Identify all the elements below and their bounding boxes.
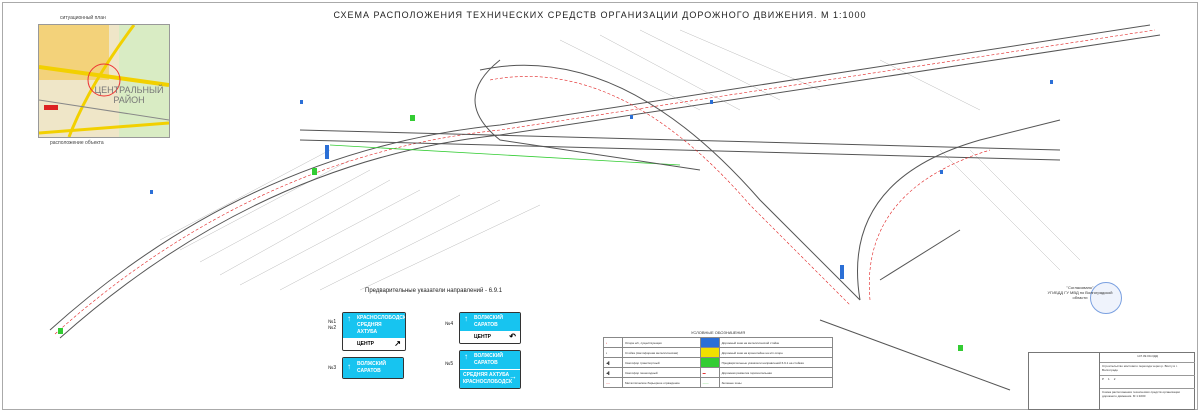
sign-number: №5 bbox=[445, 361, 454, 367]
sign-line: ВОЛЖСКИЙ bbox=[357, 361, 387, 367]
sign-line: СРЕДНЯЯ АХТУБА bbox=[357, 322, 382, 335]
u-turn-arrow-icon: ↶ bbox=[509, 332, 516, 341]
stage: Р bbox=[1102, 377, 1105, 381]
legend-item: Предварительные указатели направлений 6.… bbox=[718, 357, 834, 368]
sign-line: САРАТОВ bbox=[474, 322, 498, 328]
legend-item: Опора н/п, существующая bbox=[622, 337, 701, 348]
sign-line: КРАСНОСЛОБОДСК bbox=[463, 379, 513, 385]
stamp-org: "Согласовано" bbox=[1066, 285, 1094, 290]
legend-item: Стойка (светофорная металлическая) bbox=[622, 347, 701, 358]
direction-sign-1: ↑ КРАСНОСЛОБОДСК СРЕДНЯЯ АХТУБА ЦЕНТР ↗ bbox=[342, 312, 406, 351]
sign-number: №1 №2 bbox=[328, 319, 337, 331]
legend-item: Светофор транспортный bbox=[622, 357, 701, 368]
sign-line: ЦЕНТР bbox=[474, 334, 491, 340]
sheet-title: Схема расположения технических средств о… bbox=[1102, 390, 1180, 398]
legend-item: Дорожная разметка горизонтальная bbox=[718, 367, 834, 378]
sheet-count: 2 bbox=[1113, 377, 1116, 381]
sign-line: СРЕДНЯЯ АХТУБА bbox=[463, 372, 510, 378]
district-label: ЦЕНТРАЛЬНЫЙ РАЙОН bbox=[94, 85, 164, 105]
stamp-line: УГИБДД ГУ МВД по Волгоградской области bbox=[1047, 290, 1113, 300]
situation-plan-map: ЦЕНТРАЛЬНЫЙ РАЙОН bbox=[38, 24, 170, 138]
legend-item: Металлическое барьерное ограждение bbox=[622, 377, 701, 388]
sign-line: ЦЕНТР bbox=[357, 341, 374, 347]
arrow-right-icon: → bbox=[509, 372, 517, 381]
direction-sign-markers bbox=[58, 115, 963, 351]
situation-plan-caption: расположение объекта bbox=[50, 140, 104, 146]
direction-sign-3: ↑ ВОЛЖСКИЙ САРАТОВ bbox=[342, 357, 404, 379]
drawing-code: 147.09.00-ОДД bbox=[1100, 353, 1195, 363]
legend-title: УСЛОВНЫЕ ОБОЗНАЧЕНИЯ bbox=[690, 330, 746, 335]
arrow-up-icon: ↑ bbox=[347, 362, 351, 371]
sign-line: САРАТОВ bbox=[474, 360, 498, 366]
legend: УСЛОВНЫЕ ОБОЗНАЧЕНИЯ •Опора н/п, существ… bbox=[603, 330, 834, 388]
project-description: Строительство мостового перехода через р… bbox=[1100, 363, 1195, 376]
approval-seal bbox=[1090, 282, 1122, 314]
legend-item: Светофор пешеходный bbox=[622, 367, 701, 378]
sign-line: САРАТОВ bbox=[357, 368, 381, 374]
sign-number: №3 bbox=[328, 365, 337, 371]
sign-number: №4 bbox=[445, 321, 454, 327]
terrain-hatching bbox=[159, 29, 1081, 291]
main-road bbox=[49, 24, 1161, 391]
situation-map-graphic bbox=[39, 25, 169, 137]
signs-title: Предварительные указатели направлений - … bbox=[365, 288, 503, 294]
direction-sign-5: ↑ ВОЛЖСКИЙ САРАТОВ → СРЕДНЯЯ АХТУБА КРАС… bbox=[459, 350, 521, 389]
road-signs bbox=[150, 80, 1053, 279]
arrow-up-icon: ↑ bbox=[347, 314, 351, 323]
legend-item: Дорожный знак на металлической стойке bbox=[718, 337, 834, 348]
arrow-up-icon: ↑ bbox=[464, 314, 468, 323]
legend-item: Зеленые зоны bbox=[718, 377, 834, 388]
drawing-title: СХЕМА РАСПОЛОЖЕНИЯ ТЕХНИЧЕСКИХ СРЕДСТВ О… bbox=[333, 10, 867, 20]
approval-stamp: "Согласовано" УГИБДД ГУ МВД по Волгоград… bbox=[1040, 285, 1120, 300]
sheet-number: 1 bbox=[1108, 377, 1110, 381]
title-block: 147.09.00-ОДД Строительство мостового пе… bbox=[1028, 352, 1195, 410]
legend-item: Дорожный знак на кронштейне на н/п опоре bbox=[718, 347, 834, 358]
sign-line: КРАСНОСЛОБОДСК bbox=[357, 315, 406, 321]
arrow-up-icon: ↑ bbox=[464, 352, 468, 361]
sign-line: ВОЛЖСКИЙ bbox=[474, 315, 504, 321]
sign-line: ВОЛЖСКИЙ bbox=[474, 353, 504, 359]
situation-plan-label: ситуационный план bbox=[60, 15, 106, 21]
direction-sign-4: ↑ ВОЛЖСКИЙ САРАТОВ ЦЕНТР ↶ bbox=[459, 312, 521, 344]
arrow-up-right-icon: ↗ bbox=[394, 339, 401, 348]
